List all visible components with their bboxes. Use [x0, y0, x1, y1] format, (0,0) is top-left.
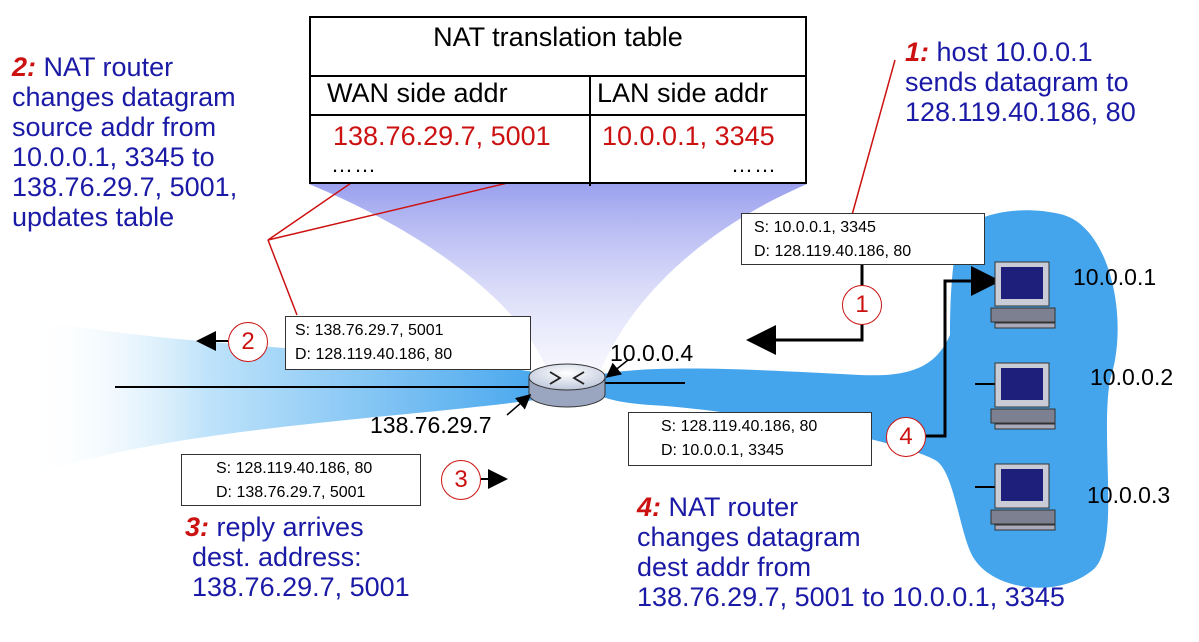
note-line: 128.119.40.186, 80: [905, 97, 1136, 127]
step3-note: 3: reply arrives dest. address: 138.76.2…: [185, 512, 410, 602]
table-rule: [311, 114, 805, 116]
step-number: 3:: [185, 512, 210, 542]
note-line: source addr from: [12, 112, 217, 142]
wan-entry: 138.76.29.7, 5001: [333, 121, 551, 151]
host-computer-icon-1: [990, 261, 1056, 329]
step2-note: 2: NAT router changes datagram source ad…: [12, 52, 237, 232]
step-number: 4:: [637, 492, 662, 522]
lan-more-entries: ……: [731, 152, 777, 177]
note-line: host 10.0.0.1: [936, 37, 1093, 67]
router-wan-address: 138.76.29.7: [370, 412, 492, 438]
note-line: sends datagram to: [905, 67, 1129, 97]
step-marker-1: 1: [842, 285, 882, 325]
step-marker-3: 3: [441, 460, 481, 500]
host-computer-icon-2: [990, 362, 1056, 430]
note-line: dest. address:: [192, 542, 362, 572]
host-computer-icon-3: [990, 463, 1056, 531]
datagram-source: S: 128.119.40.186, 80: [216, 460, 373, 477]
nat-router-icon: [528, 363, 606, 408]
step1-note: 1: host 10.0.0.1 sends datagram to 128.1…: [905, 37, 1136, 127]
step-number: 1:: [905, 37, 930, 67]
note-line: 138.76.29.7, 5001,: [12, 172, 238, 202]
note-line: updates table: [12, 202, 175, 232]
lan-entry: 10.0.0.1, 3345: [602, 121, 775, 151]
datagram-destination: D: 138.76.29.7, 5001: [216, 484, 366, 501]
table-rule: [311, 75, 805, 77]
wan-more-entries: ……: [331, 152, 377, 177]
table-title: NAT translation table: [433, 22, 683, 52]
step-number: 2:: [12, 52, 37, 82]
step-marker-4: 4: [886, 417, 926, 457]
lan-network-cloud: [585, 210, 1118, 588]
table-column-divider: [589, 75, 591, 186]
table-cone: [309, 184, 807, 372]
router-lan-address: 10.0.0.4: [610, 340, 694, 366]
step4-note: 4: NAT router changes datagram dest addr…: [637, 492, 1065, 612]
note-line: dest addr from: [637, 552, 812, 582]
note-line: 138.76.29.7, 5001: [192, 572, 410, 602]
host1-address: 10.0.0.1: [1073, 264, 1157, 290]
datagram-destination: D: 128.119.40.186, 80: [295, 346, 453, 363]
datagram-destination: D: 128.119.40.186, 80: [754, 243, 912, 260]
note-line: NAT router: [668, 492, 799, 522]
note-line: 138.76.29.7, 5001 to 10.0.0.1, 3345: [637, 582, 1065, 612]
nat-translation-table: NAT translation table WAN side addr LAN …: [309, 16, 807, 186]
note-line: 10.0.0.1, 3345 to: [12, 142, 215, 172]
note-line: reply arrives: [216, 512, 364, 542]
datagram-2: S: 138.76.29.7, 5001 D: 128.119.40.186, …: [285, 316, 531, 370]
datagram-1: S: 10.0.0.1, 3345 D: 128.119.40.186, 80: [741, 213, 985, 265]
note-line: NAT router: [43, 52, 174, 82]
datagram-source: S: 128.119.40.186, 80: [661, 418, 818, 435]
lan-side-header: LAN side addr: [597, 78, 769, 108]
host2-address: 10.0.0.2: [1090, 364, 1174, 390]
datagram-destination: D: 10.0.0.1, 3345: [661, 442, 784, 459]
datagram-source: S: 10.0.0.1, 3345: [754, 219, 876, 236]
datagram-3: S: 128.119.40.186, 80 D: 138.76.29.7, 50…: [181, 454, 421, 506]
wan-network-cloud: [30, 318, 535, 478]
wan-side-header: WAN side addr: [327, 78, 508, 108]
note-line: changes datagram: [637, 522, 861, 552]
note-line: changes datagram: [12, 82, 236, 112]
host3-address: 10.0.0.3: [1087, 482, 1171, 508]
step-marker-2: 2: [228, 322, 268, 362]
datagram-source: S: 138.76.29.7, 5001: [295, 322, 444, 339]
datagram-4: S: 128.119.40.186, 80 D: 10.0.0.1, 3345: [628, 412, 872, 466]
